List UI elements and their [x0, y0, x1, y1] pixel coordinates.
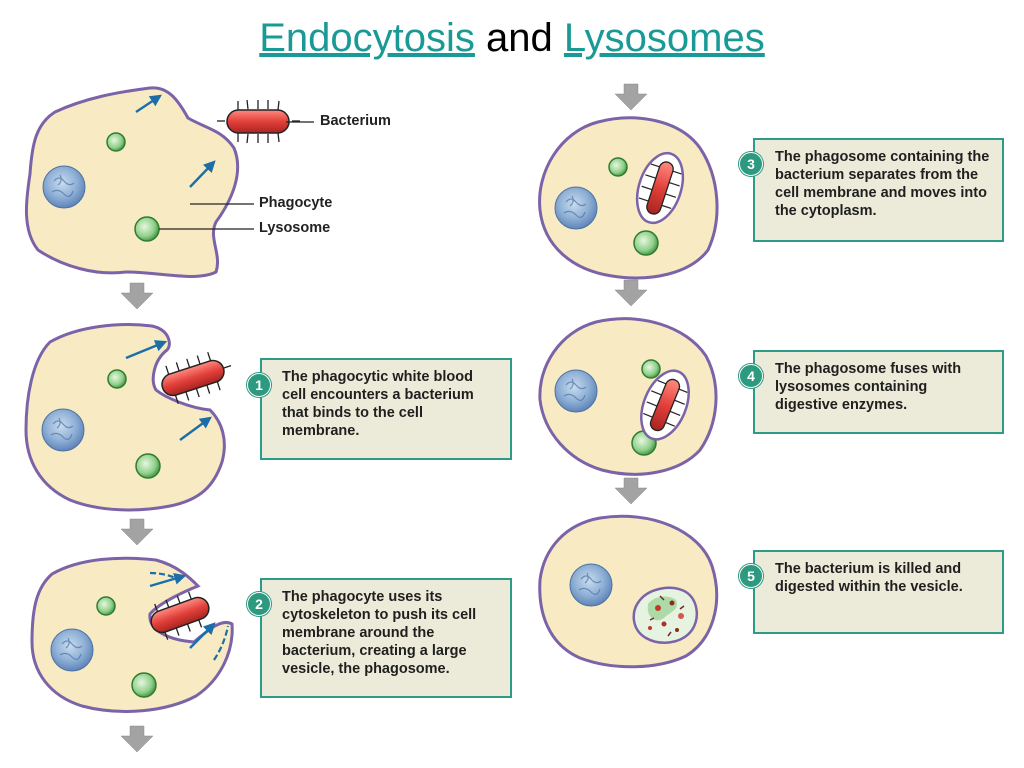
flow-arrow-3 [120, 725, 154, 753]
flow-arrow-2 [120, 518, 154, 546]
step-1-badge: 1 [247, 373, 271, 397]
label-bacterium: Bacterium [320, 113, 391, 129]
legend-bacterium [217, 99, 300, 144]
cell-step-4 [538, 317, 718, 476]
step-1-callout: The phagocytic white blood cell encounte… [260, 358, 512, 460]
title-and: and [486, 16, 553, 60]
flow-arrow-1 [120, 282, 154, 310]
digestive-vesicle [632, 586, 699, 644]
slide-title: Endocytosis and Lysosomes [0, 10, 1024, 66]
step-3-badge: 3 [739, 152, 763, 176]
step-1-text: The phagocytic white blood cell encounte… [282, 369, 474, 439]
cell-step-1 [24, 323, 232, 512]
phagosome-3 [635, 151, 685, 225]
lysosomes-link[interactable]: Lysosomes [563, 16, 765, 60]
step-4-callout: The phagosome fuses with lysosomes conta… [753, 350, 1004, 434]
flow-arrow-6 [614, 477, 648, 505]
step-4-text: The phagosome fuses with lysosomes conta… [775, 361, 962, 413]
label-lysosome: Lysosome [259, 220, 331, 236]
step-4-badge: 4 [739, 364, 763, 388]
step-5-badge: 5 [739, 564, 763, 588]
cell-step-5 [538, 514, 719, 669]
cell-resting [24, 86, 240, 278]
step-2-text: The phagocyte uses its cytoskeleton to p… [282, 589, 477, 677]
step-3-text: The phagosome containing the bacterium s… [775, 149, 990, 219]
cell-step-2 [30, 556, 234, 713]
step-5-callout: The bacterium is killed and digested wit… [753, 550, 1004, 634]
cell-step-3 [538, 116, 719, 280]
phagosome-4 [640, 369, 690, 441]
flow-arrow-4 [614, 83, 648, 111]
step-2-callout: The phagocyte uses its cytoskeleton to p… [260, 578, 512, 698]
step-5-text: The bacterium is killed and digested wit… [775, 561, 963, 595]
step-3-callout: The phagosome containing the bacterium s… [753, 138, 1004, 242]
step-2-badge: 2 [247, 592, 271, 616]
label-phagocyte: Phagocyte [259, 195, 333, 211]
flow-arrow-5 [614, 279, 648, 307]
endocytosis-link[interactable]: Endocytosis [259, 16, 475, 60]
